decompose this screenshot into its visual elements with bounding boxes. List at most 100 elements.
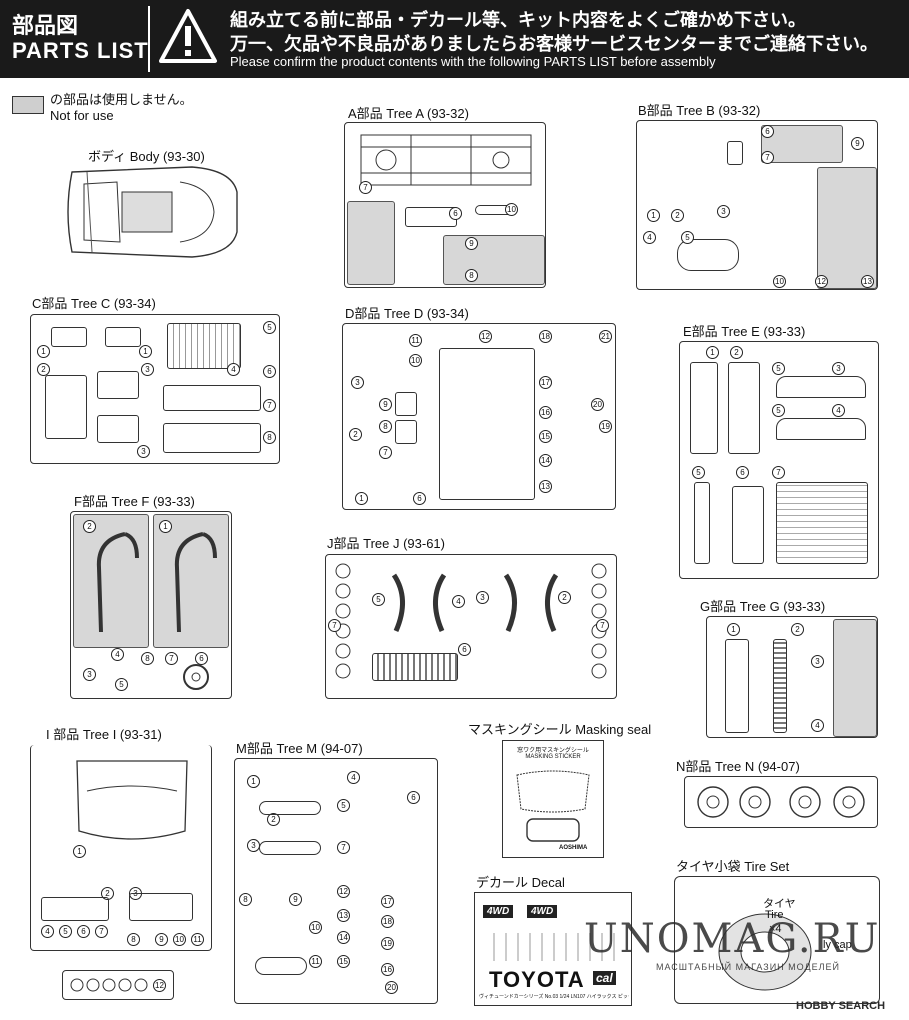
tree-c-part: [163, 385, 261, 411]
masking-sheet: 窓ワク用マスキングシール MASKING STICKER AOSHIMA: [502, 740, 604, 858]
tree-g-panel: 1 2 3 4: [706, 616, 878, 738]
part-number-callout: 5: [681, 231, 694, 244]
tree-f-unused-area: [73, 514, 149, 648]
part-number-callout: 12: [337, 885, 350, 898]
part-number-callout: 13: [539, 480, 552, 493]
tree-m-leaf-spring: [259, 801, 321, 815]
part-number-callout: 2: [558, 591, 571, 604]
part-number-callout: 18: [381, 915, 394, 928]
part-number-callout: 1: [247, 775, 260, 788]
part-number-callout: 7: [263, 399, 276, 412]
part-number-callout: 4: [452, 595, 465, 608]
part-number-callout: 1: [727, 623, 740, 636]
tree-m-leaf-spring: [259, 841, 321, 855]
part-number-callout: 5: [692, 466, 705, 479]
part-number-callout: 7: [596, 619, 609, 632]
part-number-callout: 2: [671, 209, 684, 222]
tree-a-frame-part: [360, 134, 532, 186]
tire-set-en: Tire: [765, 909, 784, 921]
part-number-callout: 5: [263, 321, 276, 334]
tree-a-panel: 7 6 10 9 8: [344, 122, 546, 288]
watermark-tagline: МАСШТАБНЫЙ МАГАЗИН МОДЕЛЕЙ: [656, 962, 840, 972]
part-number-callout: 8: [379, 420, 392, 433]
tree-f-panel: 2 1 3 4 5 8 7 6: [70, 511, 232, 699]
tire-set-title: タイヤ小袋 Tire Set: [676, 859, 790, 874]
part-number-callout: 5: [772, 362, 785, 375]
part-number-callout: 7: [337, 841, 350, 854]
tree-e-title: E部品 Tree E (93-33): [683, 324, 806, 339]
tree-f-steering-wheel: [183, 664, 209, 690]
part-number-callout: 15: [539, 430, 552, 443]
tree-i-title: I 部品 Tree I (93-31): [46, 727, 162, 742]
part-number-callout: 2: [83, 520, 96, 533]
tire-set-bag: タイヤ Tire ×4 ly cap: [674, 876, 880, 1004]
part-number-callout: 11: [309, 955, 322, 968]
part-number-callout: 9: [851, 137, 864, 150]
tree-c-part: [51, 327, 87, 347]
part-number-callout: 3: [476, 591, 489, 604]
tree-m-panel: 1 4 5 6 2 3 7 8 9 10 11 12 13 14 15 17 1…: [234, 758, 438, 1004]
part-number-callout: 9: [465, 237, 478, 250]
part-number-callout: 6: [458, 643, 471, 656]
tree-j-title: J部品 Tree J (93-61): [327, 536, 445, 551]
part-number-callout: 7: [328, 619, 341, 632]
part-number-callout: 7: [359, 181, 372, 194]
tree-g-unused-area: [833, 619, 877, 737]
tree-c-part: [97, 371, 139, 399]
tree-c-part: [97, 415, 139, 443]
watermark-source: HOBBY SEARCH: [796, 1000, 886, 1012]
tree-c-part: [163, 423, 261, 453]
part-number-callout: 9: [289, 893, 302, 906]
tree-b-part: [677, 239, 739, 271]
tree-d-panel: 11 10 3 9 8 2 1 6 7 12 18 21 17 20 16 15…: [342, 323, 616, 510]
part-number-callout: 19: [599, 420, 612, 433]
part-number-callout: 5: [59, 925, 72, 938]
masking-sheet-brand: AOSHIMA: [559, 845, 588, 851]
tree-c-part: [45, 375, 87, 439]
part-number-callout: 6: [413, 492, 426, 505]
part-number-callout: 8: [141, 652, 154, 665]
part-number-callout: 5: [337, 799, 350, 812]
tree-g-title: G部品 Tree G (93-33): [700, 599, 826, 614]
part-number-callout: 15: [337, 955, 350, 968]
tree-e-part: [732, 486, 764, 564]
part-number-callout: 17: [381, 895, 394, 908]
not-for-use-swatch: [12, 96, 44, 114]
part-number-callout: 2: [730, 346, 743, 359]
tree-g-part: [725, 639, 749, 733]
tree-d-title: D部品 Tree D (93-34): [345, 306, 469, 321]
tree-m-part: [255, 957, 307, 975]
part-number-callout: 6: [736, 466, 749, 479]
part-number-callout: 1: [37, 345, 50, 358]
part-number-callout: 5: [772, 404, 785, 417]
header-line-1: 組み立てる前に部品・デカール等、キット内容をよくご確かめ下さい。: [230, 10, 806, 30]
watermark-site: UNOMAG.RU: [584, 916, 881, 962]
part-number-callout: 7: [165, 652, 178, 665]
part-number-callout: 4: [41, 925, 54, 938]
tree-b-panel: 6 7 9 3 1 2 5 4 10 12 13: [636, 120, 878, 290]
legend-en: Not for use: [50, 108, 114, 123]
decal-toyota-logo: TOYOTA: [489, 967, 585, 992]
tree-j-wheel-column-right: [591, 563, 607, 679]
part-number-callout: 3: [351, 376, 364, 389]
part-number-callout: 10: [505, 203, 518, 216]
part-number-callout: 4: [227, 363, 240, 376]
part-number-callout: 4: [643, 231, 656, 244]
part-number-callout: 2: [791, 623, 804, 636]
part-number-callout: 19: [381, 937, 394, 950]
part-number-callout: 10: [409, 354, 422, 367]
part-number-callout: 6: [761, 125, 774, 138]
part-number-callout: 2: [349, 428, 362, 441]
tree-j-part: [372, 653, 458, 681]
tree-n-title: N部品 Tree N (94-07): [676, 759, 800, 774]
part-number-callout: 12: [153, 979, 166, 992]
tree-n-panel: [684, 776, 878, 828]
decal-footer-text: ヴィチューンドカーシリーズ No.03 1/24 LN107 ハイラックス ピッ…: [479, 994, 629, 1000]
body-shell-drawing: [67, 166, 238, 258]
header-banner: 部品図 PARTS LIST 組み立てる前に部品・デカール等、キット内容をよくご…: [0, 0, 909, 78]
tree-c-part: [105, 327, 141, 347]
part-number-callout: 1: [355, 492, 368, 505]
part-number-callout: 17: [539, 376, 552, 389]
tree-e-part: [776, 376, 866, 398]
tree-e-part: [694, 482, 710, 564]
